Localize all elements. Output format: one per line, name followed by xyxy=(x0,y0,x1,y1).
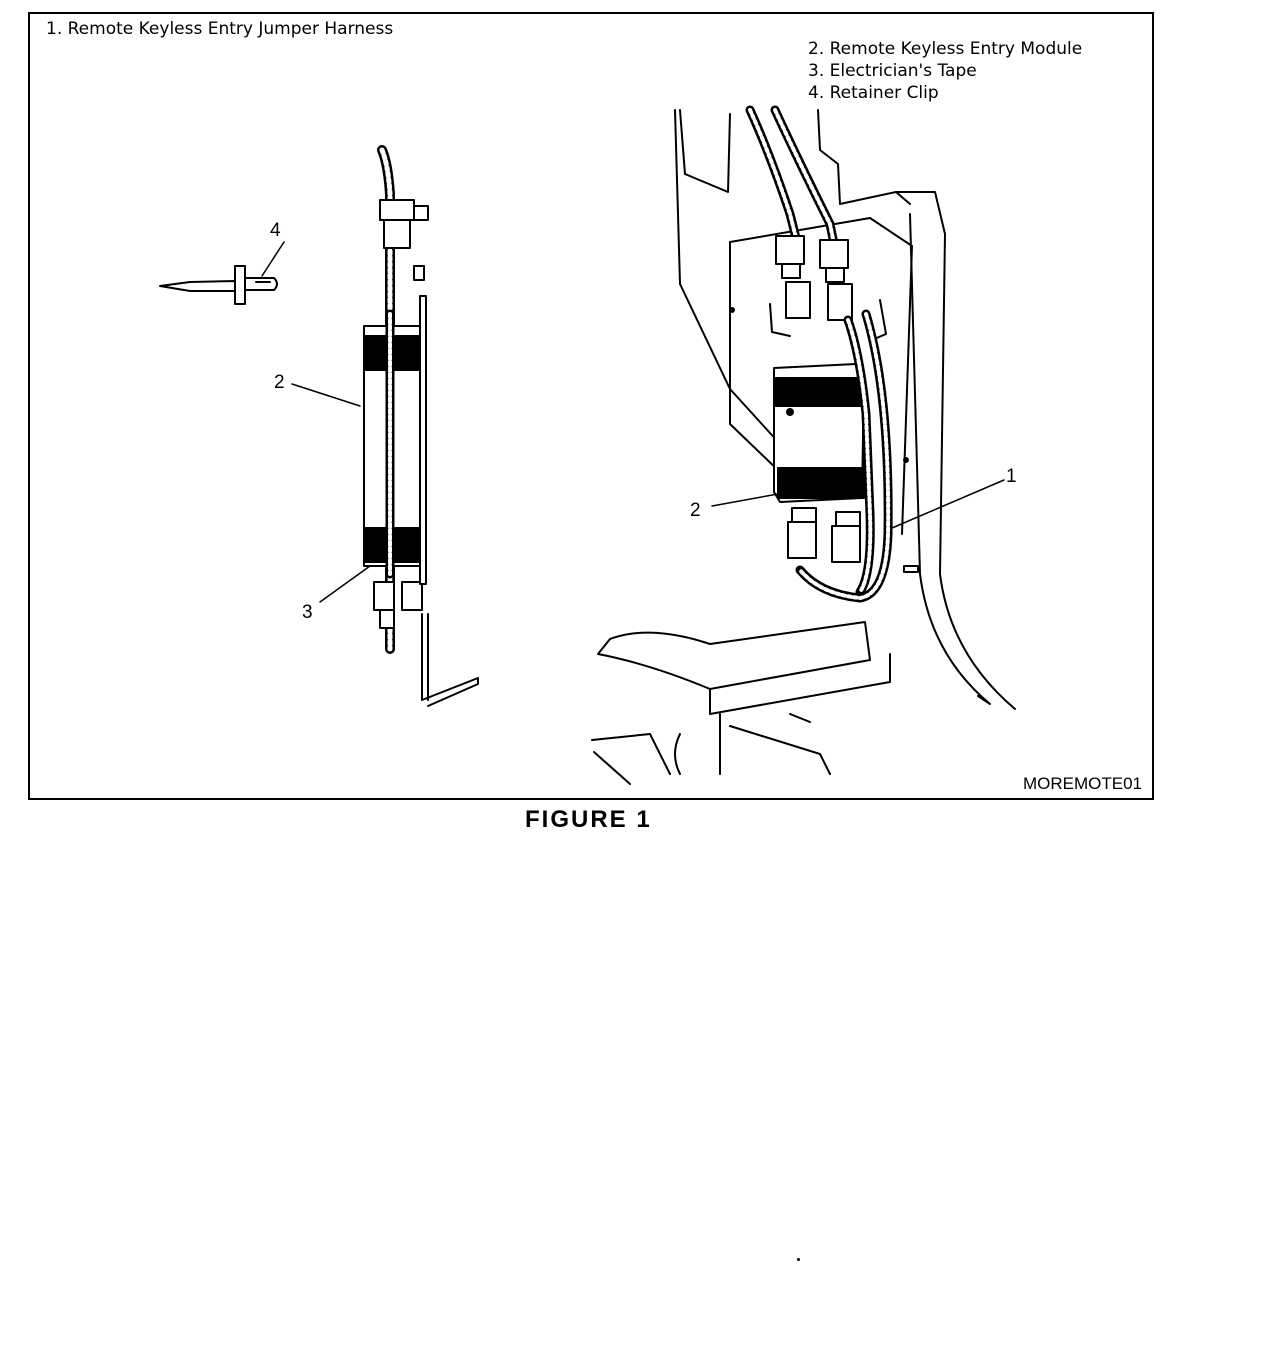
callout-4: 4 xyxy=(270,220,281,241)
legend-item-4: 4. Retainer Clip xyxy=(808,83,939,103)
figure-code: MOREMOTE01 xyxy=(1022,774,1142,793)
callout-3: 3 xyxy=(302,602,313,623)
callout-2-left: 2 xyxy=(274,372,285,393)
left-assembly-drawing xyxy=(363,145,479,707)
callout-1: 1 xyxy=(1006,466,1017,487)
legend-item-2: 2. Remote Keyless Entry Module xyxy=(808,39,1083,59)
legend-item-3: 3. Electrician's Tape xyxy=(808,61,977,81)
figure-frame: 1. Remote Keyless Entry Jumper Harness 2… xyxy=(28,12,1154,800)
right-assembly-drawing xyxy=(591,105,1016,785)
callout-2-right: 2 xyxy=(690,500,701,521)
figure-caption: FIGURE 1 xyxy=(525,806,652,833)
retainer-clip-drawing xyxy=(159,265,278,305)
legend-item-1: 1. Remote Keyless Entry Jumper Harness xyxy=(46,19,394,39)
figure-drawing xyxy=(159,105,1016,785)
legend-list: 2. Remote Keyless Entry Module 3. Electr… xyxy=(808,38,1082,104)
stray-mark xyxy=(797,1258,800,1261)
